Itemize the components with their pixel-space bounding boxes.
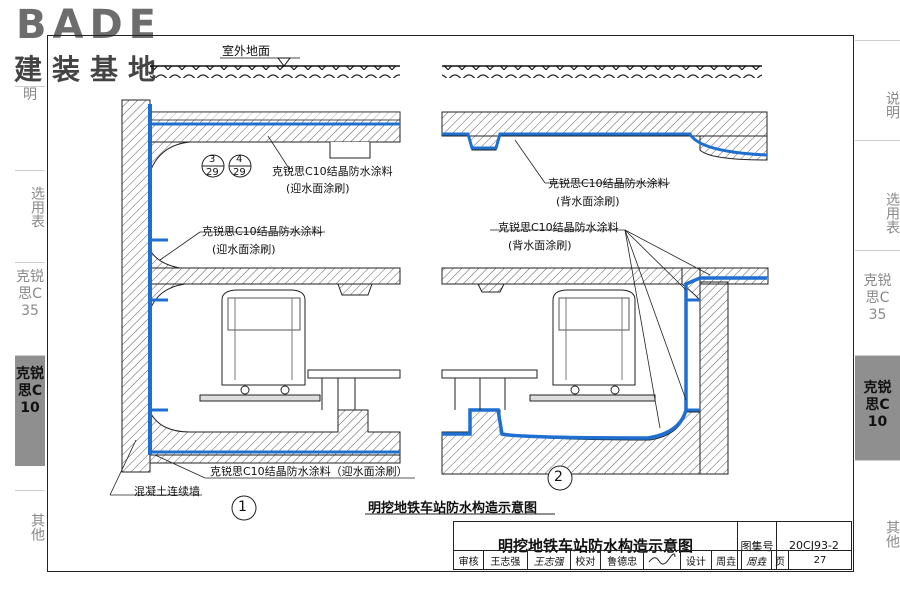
left-tab-explanation[interactable]: 明 bbox=[15, 86, 45, 117]
detail-number-1-circle bbox=[231, 495, 257, 521]
ground-soil-right bbox=[442, 66, 762, 78]
detail-number-2-circle bbox=[547, 465, 573, 491]
atlas-number: 20CJ93-2 bbox=[789, 539, 839, 552]
middle-slab-right bbox=[441, 267, 683, 285]
side-tab-other[interactable]: 其他 bbox=[855, 460, 900, 570]
right-label-top: 克锐思C10结晶防水涂料 bbox=[548, 177, 669, 190]
atlas-label: 图集号 bbox=[740, 539, 774, 553]
left-label-bottom: 克锐思C10结晶防水涂料（迎水面涂刷） bbox=[210, 465, 408, 478]
checker-signature-icon bbox=[648, 553, 676, 564]
side-tab-label: 其他 bbox=[884, 519, 900, 548]
check-label: 校对 bbox=[575, 556, 596, 568]
designer-signature: 周垚 bbox=[746, 556, 767, 568]
drawing-frame bbox=[47, 35, 854, 572]
logo-main-text: BADE bbox=[16, 2, 162, 48]
base-slab bbox=[149, 409, 401, 456]
ref2-bottom: 29 bbox=[233, 167, 246, 178]
diagram-caption: 明挖地铁车站防水构造示意图 bbox=[368, 501, 538, 516]
review-label: 审核 bbox=[458, 556, 479, 568]
base-slab-right bbox=[441, 409, 701, 475]
reviewer: 王志强 bbox=[490, 556, 521, 568]
ref-circle-1 bbox=[201, 154, 225, 178]
left-tab-label: 选用表 bbox=[29, 186, 45, 228]
ground-soil-left bbox=[150, 66, 400, 78]
diaphragm-wall bbox=[121, 99, 151, 473]
left-tab-selection[interactable]: 选用表 bbox=[15, 170, 45, 237]
page-number: 27 bbox=[813, 554, 827, 566]
side-tab-selection[interactable]: 选用表 bbox=[855, 140, 900, 250]
left-label-top-sub: (迎水面涂刷) bbox=[286, 182, 350, 195]
left-tab-c35[interactable]: 克锐思C35 bbox=[15, 262, 45, 349]
ground-label: 室外地面 bbox=[222, 44, 271, 58]
ref1-top: 3 bbox=[209, 154, 216, 165]
page-label: 页 bbox=[774, 556, 785, 568]
right-label-top-sub: (背水面涂刷) bbox=[556, 195, 620, 208]
left-tab-label: 明 bbox=[23, 87, 37, 103]
platform-right bbox=[441, 369, 538, 379]
left-tab-c10[interactable]: 克锐思C10 bbox=[15, 355, 45, 466]
designer: 周垚 bbox=[716, 556, 737, 568]
train-right-icon bbox=[529, 289, 656, 402]
side-tab-label: 选用表 bbox=[884, 192, 900, 234]
left-tab-other[interactable]: 其他 bbox=[15, 490, 45, 557]
right-label-mid-sub: (背水面涂刷) bbox=[508, 239, 572, 252]
logo-sub-text: 建装基地 bbox=[14, 53, 167, 86]
left-tab-label: 克锐思C10 bbox=[16, 366, 44, 416]
wall-label: 混凝土连续墙 bbox=[134, 485, 200, 498]
ref1-bottom: 29 bbox=[206, 167, 219, 178]
side-tab-c35[interactable]: 克锐思C35 bbox=[855, 250, 900, 355]
right-label-mid: 克锐思C10结晶防水涂料 bbox=[498, 221, 619, 234]
middle-slab bbox=[149, 267, 401, 285]
side-tab-label: 克锐思C10 bbox=[863, 380, 892, 430]
reviewer-signature: 王志强 bbox=[533, 556, 564, 568]
signature-row: 审核 王志强 王志强 校对 鲁德忠 设计 周垚 周垚 页 27 bbox=[452, 550, 852, 570]
side-tab-label: 克锐思C35 bbox=[863, 273, 892, 323]
coating-right-inner bbox=[442, 276, 767, 440]
ground-marker-icon bbox=[277, 57, 291, 67]
ref-circle-2 bbox=[228, 154, 252, 178]
platform-left bbox=[307, 369, 401, 379]
bade-logo: BADE 建装基地 bbox=[6, 2, 176, 86]
side-tab-c10[interactable]: 克锐思C10 bbox=[855, 355, 900, 460]
side-wall-right bbox=[699, 281, 729, 475]
side-tab-label: 说明 bbox=[884, 90, 900, 119]
ref2-top: 4 bbox=[236, 154, 243, 165]
left-tab-label: 克锐思C35 bbox=[16, 269, 44, 319]
detail-number-2: 2 bbox=[554, 469, 563, 485]
side-tab-explanation[interactable]: 说明 bbox=[855, 40, 900, 140]
design-label: 设计 bbox=[685, 556, 706, 568]
train-left-icon bbox=[199, 289, 321, 402]
roof-slab-right bbox=[441, 111, 768, 137]
coating-right-roof bbox=[442, 132, 768, 157]
left-label-mid-sub: (迎水面涂刷) bbox=[212, 243, 276, 256]
detail-number-1: 1 bbox=[238, 499, 247, 515]
left-tab-label: 其他 bbox=[29, 513, 45, 541]
checker: 鲁德忠 bbox=[607, 556, 638, 568]
left-label-top: 克锐思C10结晶防水涂料 bbox=[272, 165, 393, 178]
left-label-mid: 克锐思C10结晶防水涂料 bbox=[202, 225, 323, 238]
